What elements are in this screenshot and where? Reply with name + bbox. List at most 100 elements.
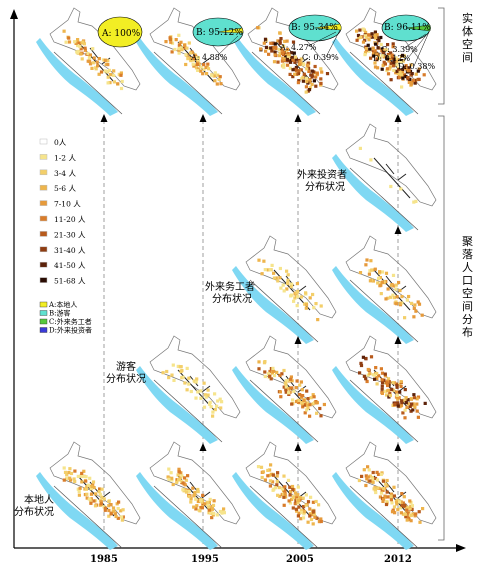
population-cell bbox=[287, 499, 291, 503]
population-cell bbox=[289, 377, 293, 381]
population-cell bbox=[311, 513, 315, 517]
population-cell bbox=[366, 367, 370, 372]
road bbox=[249, 485, 319, 549]
population-cell bbox=[170, 50, 174, 54]
population-cell bbox=[257, 360, 261, 364]
population-cell bbox=[381, 63, 385, 67]
population-cell bbox=[283, 485, 287, 489]
population-cell bbox=[192, 494, 196, 498]
population-cell bbox=[206, 500, 210, 504]
population-cell bbox=[373, 476, 378, 481]
population-cell bbox=[389, 184, 393, 189]
population-cell bbox=[303, 401, 307, 405]
population-cell bbox=[414, 512, 418, 516]
population-cell bbox=[177, 46, 181, 50]
population-cell bbox=[102, 497, 106, 501]
legend-label-group-d: D:外来投资者 bbox=[49, 326, 92, 335]
population-cell bbox=[202, 63, 206, 67]
population-cell bbox=[79, 52, 83, 56]
population-cell bbox=[397, 68, 401, 72]
population-cell bbox=[360, 474, 364, 478]
population-cell bbox=[386, 383, 390, 388]
population-cell bbox=[278, 39, 282, 44]
population-cell bbox=[84, 475, 88, 479]
population-cell bbox=[305, 67, 309, 71]
population-cell bbox=[266, 268, 270, 272]
population-cell bbox=[80, 471, 84, 475]
population-cell bbox=[311, 393, 315, 397]
population-cell bbox=[199, 389, 203, 393]
population-cell bbox=[373, 33, 377, 37]
population-cell bbox=[295, 379, 299, 383]
population-cell bbox=[379, 367, 383, 371]
population-cell bbox=[208, 402, 212, 406]
population-cell bbox=[107, 514, 111, 518]
population-cell bbox=[278, 494, 282, 498]
pie-2012-slice-label-d1: D: 0.12% bbox=[373, 54, 410, 63]
population-cell bbox=[267, 46, 271, 51]
population-cell bbox=[282, 368, 286, 373]
population-cell bbox=[112, 73, 116, 77]
population-cell bbox=[310, 82, 314, 87]
population-cell bbox=[375, 58, 379, 62]
population-cell bbox=[417, 67, 421, 71]
population-cell bbox=[381, 499, 385, 503]
population-cell bbox=[87, 56, 91, 60]
population-cell bbox=[390, 510, 395, 514]
population-cell bbox=[213, 408, 217, 412]
population-cell bbox=[390, 501, 394, 505]
legend-swatch-group-d bbox=[39, 327, 48, 333]
population-cell bbox=[366, 43, 370, 47]
population-cell bbox=[380, 378, 384, 382]
population-cell bbox=[311, 500, 315, 504]
population-cell bbox=[271, 366, 275, 370]
population-cell bbox=[295, 291, 299, 295]
population-cell bbox=[278, 51, 282, 55]
population-cell bbox=[109, 73, 113, 77]
population-cell bbox=[406, 511, 410, 515]
population-cell bbox=[262, 259, 266, 263]
population-cell bbox=[390, 53, 394, 57]
population-cell bbox=[194, 66, 199, 70]
population-cell bbox=[298, 383, 302, 387]
row-label-local-1: 本地人 bbox=[24, 493, 54, 506]
population-cell bbox=[282, 289, 286, 293]
population-cell bbox=[388, 391, 392, 395]
population-cell bbox=[177, 470, 181, 474]
population-cell bbox=[399, 404, 404, 408]
population-cell bbox=[107, 508, 111, 513]
population-cell bbox=[368, 372, 372, 376]
population-cell bbox=[401, 71, 405, 75]
population-cell bbox=[288, 501, 292, 505]
legend-label-level-10: 51-68 人 bbox=[54, 277, 86, 286]
population-cell bbox=[358, 371, 362, 375]
population-cell bbox=[296, 501, 300, 505]
population-cell bbox=[88, 59, 92, 63]
population-cell bbox=[301, 79, 305, 83]
population-cell bbox=[409, 513, 413, 518]
population-cell bbox=[222, 507, 226, 511]
population-cell bbox=[398, 500, 402, 504]
population-cell bbox=[307, 88, 312, 92]
population-cell bbox=[194, 507, 198, 511]
population-cell bbox=[293, 292, 297, 296]
population-cell bbox=[97, 72, 101, 76]
population-cell bbox=[382, 55, 386, 59]
population-cell bbox=[302, 512, 306, 516]
population-cell bbox=[260, 475, 264, 480]
population-cell bbox=[98, 492, 102, 496]
population-cell bbox=[387, 59, 391, 63]
population-cell bbox=[376, 46, 380, 50]
legend-swatch-level-8 bbox=[39, 246, 48, 253]
population-cell bbox=[196, 487, 200, 492]
river bbox=[232, 472, 314, 550]
population-cell bbox=[92, 56, 96, 60]
population-cell bbox=[171, 363, 175, 367]
population-cell bbox=[364, 474, 368, 478]
population-cell bbox=[304, 76, 309, 80]
population-cell bbox=[82, 42, 86, 46]
population-cell bbox=[290, 55, 295, 60]
population-cell bbox=[201, 493, 205, 497]
population-cell bbox=[221, 510, 225, 514]
population-cell bbox=[296, 514, 300, 518]
